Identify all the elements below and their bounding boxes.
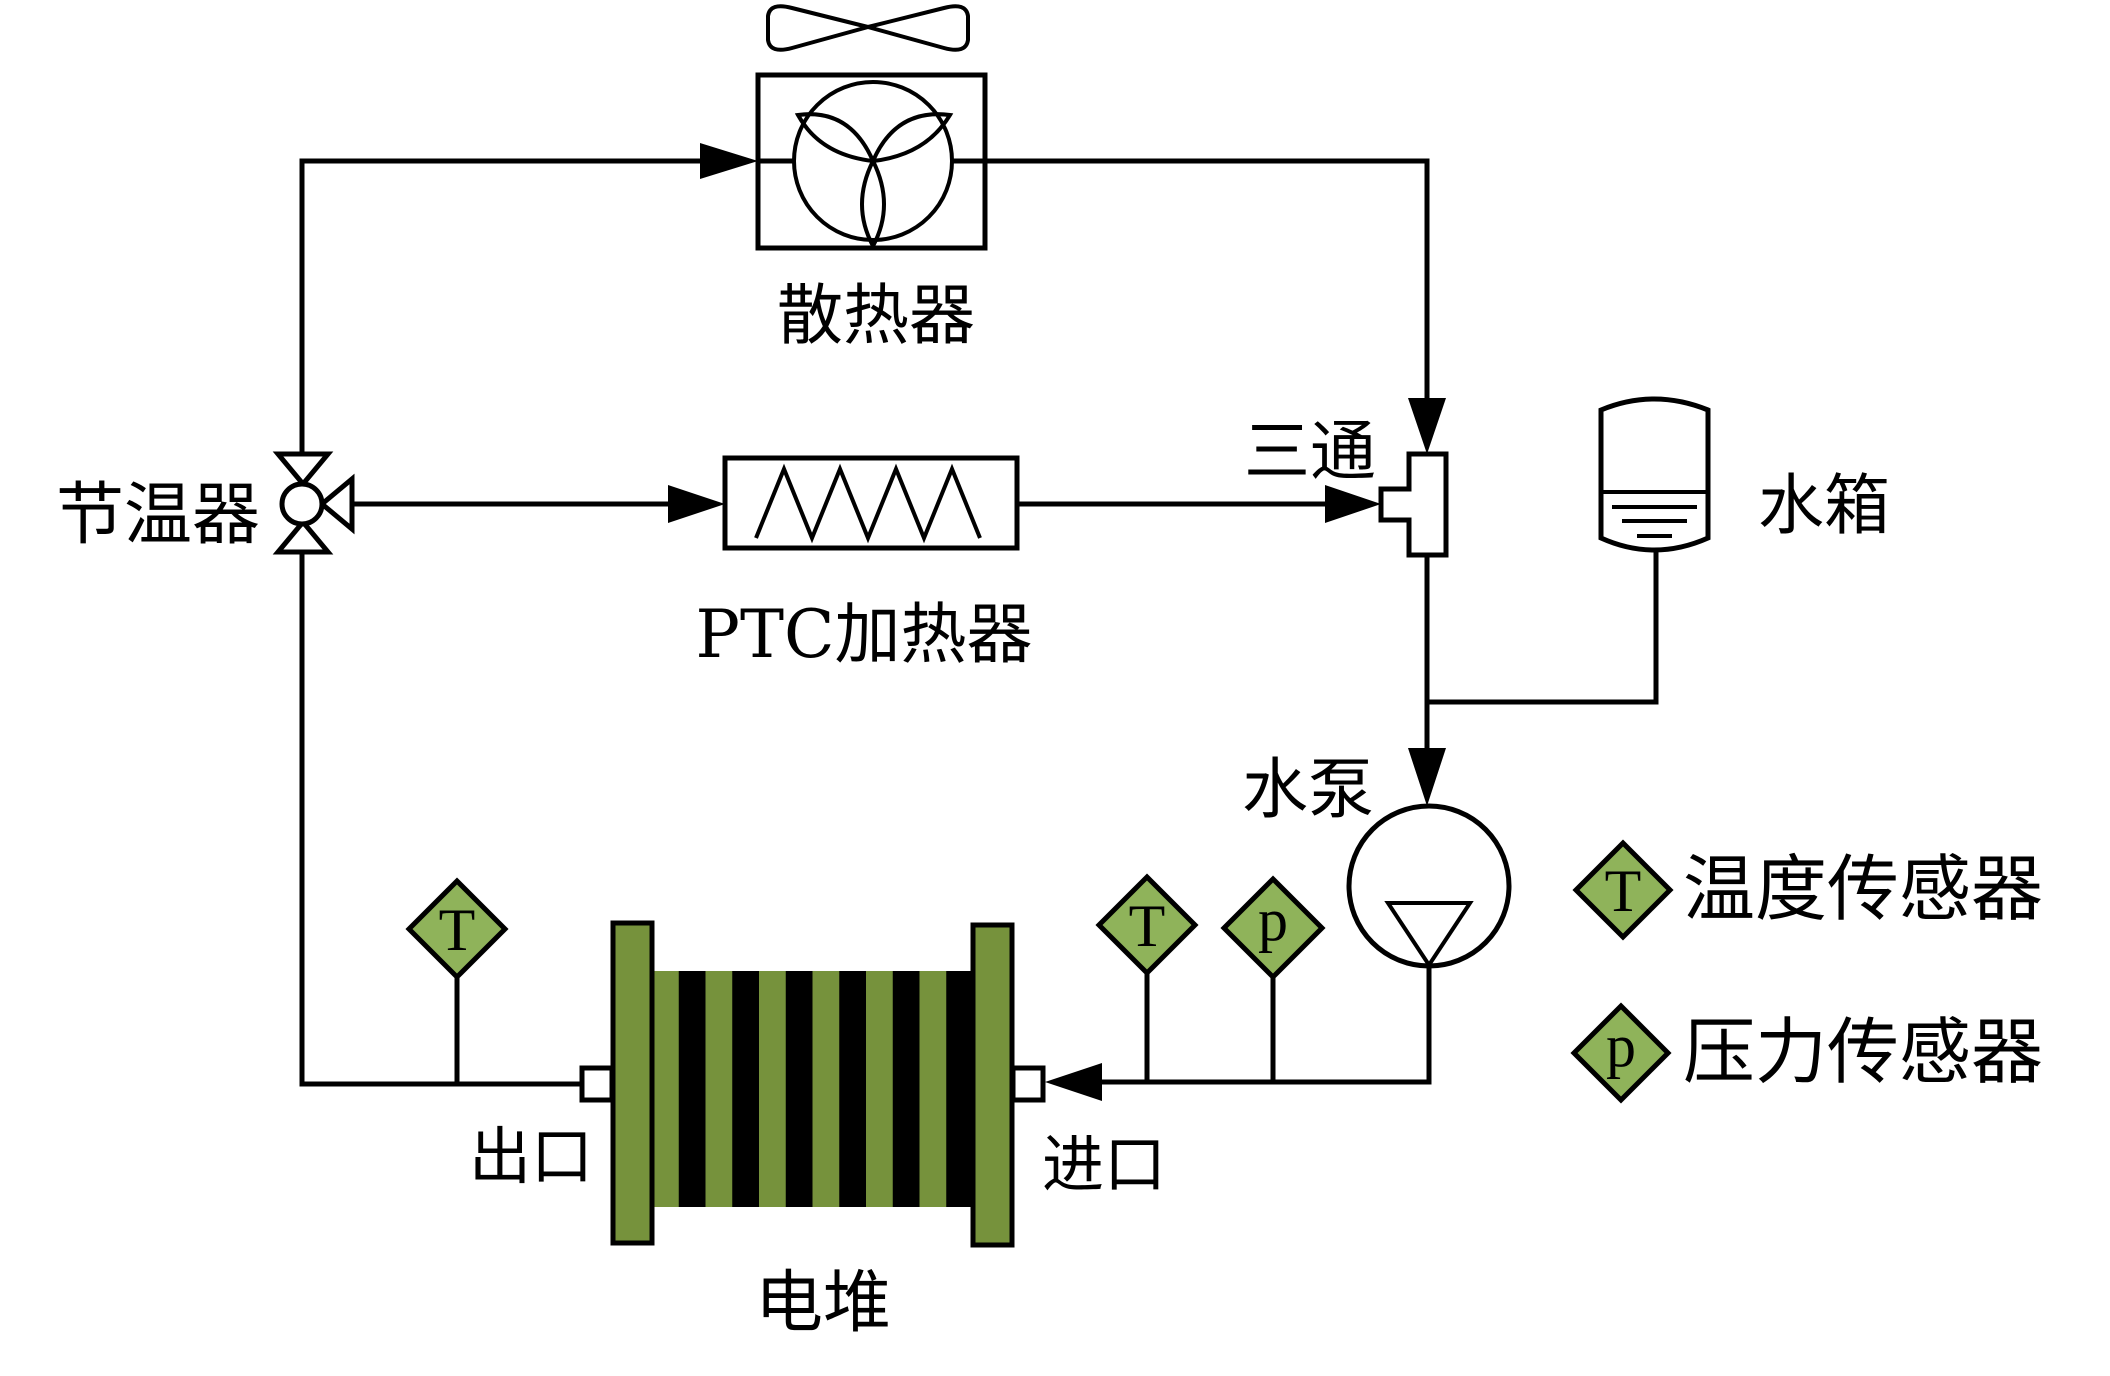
stack-label: 电堆 [755, 1264, 891, 1343]
radiator: 散热器 [755, 4, 988, 354]
pipe-thermostat-to-radiator [299, 158, 700, 480]
thermostat-label: 节温器 [56, 476, 260, 555]
stack-inlet-port [1010, 1065, 1046, 1103]
stack-outlet-label: 出口 [469, 1120, 593, 1193]
stack-inlet-label: 进口 [1042, 1128, 1166, 1201]
stack-cell-green [652, 971, 680, 1207]
sensor-symbol: T [439, 897, 476, 963]
stack-cell-dark [678, 971, 706, 1207]
radiator-fan-circle [792, 80, 954, 242]
stack-outlet-port [579, 1065, 615, 1103]
ptc-heater-label: PTC加热器 [696, 596, 1033, 673]
tee-junction: 三通 [1244, 413, 1449, 558]
arrow-right-icon [668, 485, 725, 523]
fuel-cell-stack: 出口 进口 电堆 [469, 920, 1166, 1343]
water-tank-icon [1598, 396, 1711, 553]
water-pump: 水泵 [1242, 751, 1512, 969]
stack-cell-dark [892, 971, 920, 1207]
arrow-right-icon [1325, 485, 1381, 523]
pipe-pump-to-stack-inlet [1102, 965, 1432, 1085]
coolant-pipes [299, 143, 1659, 1101]
stack-cell-dark [946, 971, 974, 1207]
sensor-symbol: p [1258, 887, 1288, 953]
three-way-valve-icon [272, 451, 355, 555]
inlet-temperature-sensor: T [1095, 873, 1199, 977]
legend-diamond [1572, 839, 1674, 941]
stack-cell-green [866, 971, 894, 1207]
legend-item-pressure-sensor: p 压力传感器 [1570, 1002, 2043, 1104]
arrow-down-icon [1408, 748, 1446, 806]
arrow-left-icon [1045, 1063, 1102, 1101]
ptc-heater: PTC加热器 [696, 455, 1033, 673]
legend-symbol: T [1605, 858, 1642, 924]
legend-symbol: p [1606, 1013, 1636, 1079]
legend-label: 压力传感器 [1683, 1010, 2043, 1094]
thermostat: 节温器 [56, 451, 355, 555]
fuel-cell-stack-icon [652, 971, 974, 1207]
legend-item-temperature-sensor: T 温度传感器 [1572, 839, 2043, 941]
pipe-tank-to-junction [1427, 552, 1659, 705]
stack-end-plate-right [970, 922, 1015, 1248]
sensor-diamond [1220, 875, 1326, 981]
legend-diamond [1570, 1002, 1672, 1104]
stack-cell-dark [839, 971, 867, 1207]
legend: T 温度传感器 p 压力传感器 [1570, 839, 2043, 1104]
radiator-fan-icon [794, 112, 954, 251]
fan-icon [766, 4, 970, 52]
stack-cell-green [812, 971, 840, 1207]
stack-cell-dark [732, 971, 760, 1207]
inlet-pressure-sensor: p [1220, 875, 1326, 981]
arrow-right-icon [700, 143, 758, 179]
tee-label: 三通 [1244, 413, 1376, 490]
pipe-stack-outlet-to-thermostat [299, 532, 581, 1087]
stack-end-plate-left [610, 920, 655, 1246]
water-pump-label: 水泵 [1242, 751, 1374, 828]
stack-cell-green [919, 971, 947, 1207]
stack-cell-green [705, 971, 733, 1207]
water-tank-label: 水箱 [1758, 467, 1890, 544]
stack-cell-dark [785, 971, 813, 1207]
water-tank: 水箱 [1598, 396, 1890, 553]
resistor-heater-icon [754, 463, 982, 544]
outlet-temperature-sensor: T [405, 877, 509, 981]
pump-icon [1346, 803, 1512, 969]
sensor-diamond [405, 877, 509, 981]
arrow-down-icon [1408, 398, 1446, 454]
sensor-symbol: T [1129, 893, 1166, 959]
pipe-radiator-to-tee [985, 158, 1430, 400]
stack-cell-green [759, 971, 787, 1207]
tee-junction-icon [1378, 451, 1449, 558]
sensor-diamond [1095, 873, 1199, 977]
legend-label: 温度传感器 [1683, 847, 2043, 931]
radiator-label: 散热器 [777, 277, 975, 354]
